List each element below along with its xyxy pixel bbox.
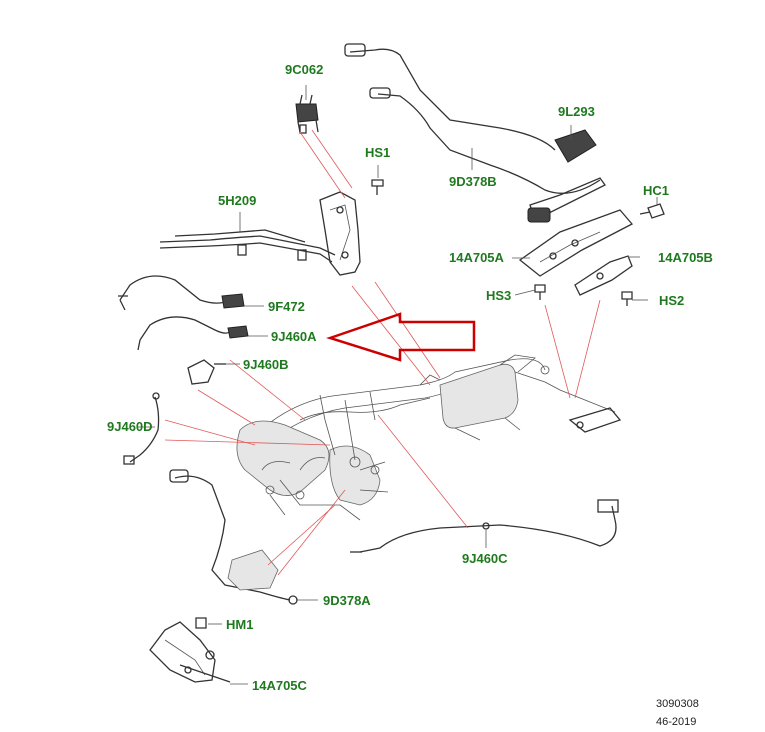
bracket-14a705c	[149, 621, 231, 683]
callout-9j460d: 9J460D	[107, 419, 153, 434]
callout-9l293: 9L293	[558, 104, 595, 119]
drawing-number: 3090308	[656, 698, 699, 710]
callout-hs1: HS1	[365, 145, 391, 160]
callout-5h209: 5H209	[218, 193, 257, 208]
exhaust-assembly	[236, 354, 616, 521]
callout-9f472: 9F472	[268, 299, 305, 314]
callout-9j460a: 9J460A	[271, 329, 317, 344]
callout-9j460b: 9J460B	[243, 357, 289, 372]
bracket-14a705a	[518, 209, 634, 277]
sensor-9j460c	[350, 499, 619, 553]
callout-9d378a: 9D378A	[323, 593, 371, 608]
sensor-9j460d	[123, 392, 160, 465]
pressure-sensor-9c062	[295, 94, 319, 134]
callout-hs2: HS2	[659, 293, 685, 308]
drawing-revision: 46-2019	[656, 716, 697, 728]
bolt-hs3	[534, 284, 546, 300]
bolt-hs2	[621, 291, 633, 306]
callout-14a705b: 14A705B	[658, 250, 713, 265]
label-connectors	[138, 85, 658, 685]
sensor-bracket	[319, 191, 361, 276]
harness-9l293	[344, 43, 597, 163]
callout-9c062: 9C062	[285, 62, 324, 77]
leader-lines	[164, 129, 601, 576]
callout-9j460c: 9J460C	[462, 551, 508, 566]
callout-hm1: HM1	[226, 617, 254, 632]
bracket-lower-right	[568, 407, 622, 433]
bolt-hs1	[371, 179, 384, 195]
sensor-9j460a	[137, 316, 249, 351]
callout-9d378b: 9D378B	[449, 174, 497, 189]
callout-hs3: HS3	[486, 288, 512, 303]
harness-9d378b	[369, 87, 606, 223]
vacuum-pipes-5h209	[159, 229, 336, 263]
highlight-arrow-icon	[325, 312, 476, 362]
callout-hc1: HC1	[643, 183, 670, 198]
callout-14a705c: 14A705C	[252, 678, 307, 693]
bracket-14a705b	[574, 255, 633, 296]
sensor-9f472	[118, 275, 245, 311]
clip-hc1	[639, 203, 665, 219]
nut-hm1	[195, 617, 207, 629]
sensor-9j460b	[187, 359, 226, 385]
callout-14a705a: 14A705A	[449, 250, 504, 265]
